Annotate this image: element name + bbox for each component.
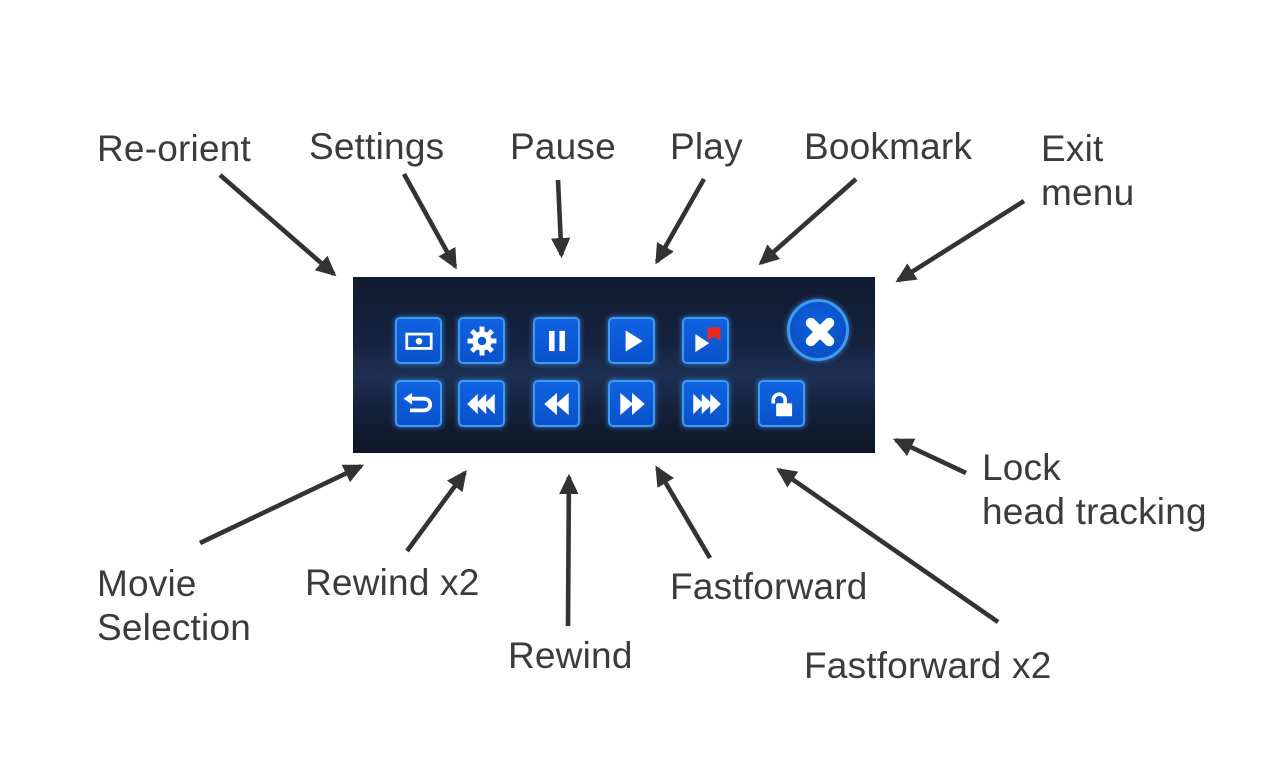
player-menu-panel bbox=[353, 277, 875, 453]
label-line: Lock bbox=[982, 447, 1061, 488]
label-line: head tracking bbox=[982, 491, 1207, 532]
arrow-reorient bbox=[218, 173, 337, 277]
arrow-lock-tracking bbox=[892, 438, 967, 476]
label-reorient: Re-orient bbox=[97, 127, 251, 171]
label-line: Bookmark bbox=[804, 126, 973, 167]
pause-icon bbox=[548, 330, 565, 351]
settings-button[interactable] bbox=[458, 317, 505, 364]
arrow-pause bbox=[551, 179, 571, 259]
fastforward-icon bbox=[619, 392, 645, 415]
label-line: Movie bbox=[97, 563, 197, 604]
close-icon bbox=[805, 317, 834, 346]
label-play: Play bbox=[670, 125, 743, 169]
arrow-rewind bbox=[559, 473, 579, 627]
fastforward-x2-button[interactable] bbox=[682, 380, 729, 427]
arrow-exit-menu bbox=[895, 199, 1026, 283]
lock-tracking-button[interactable] bbox=[758, 380, 805, 427]
gear-icon bbox=[467, 326, 496, 355]
label-line: Fastforward x2 bbox=[804, 645, 1052, 686]
label-line: menu bbox=[1041, 172, 1135, 213]
rewind-icon bbox=[543, 392, 569, 415]
label-rewind: Rewind bbox=[508, 634, 633, 678]
back-arrow-icon bbox=[403, 392, 432, 412]
label-line: Re-orient bbox=[97, 128, 251, 169]
rewind-button[interactable] bbox=[533, 380, 580, 427]
label-line: Selection bbox=[97, 607, 252, 648]
exit-menu-button[interactable] bbox=[787, 299, 849, 361]
play-icon bbox=[625, 329, 643, 352]
label-line: Fastforward bbox=[670, 566, 868, 607]
rewind-x2-icon bbox=[466, 393, 495, 414]
bookmark-play-icon bbox=[694, 326, 720, 352]
label-line: Rewind x2 bbox=[305, 562, 480, 603]
label-line: Play bbox=[670, 126, 743, 167]
label-line: Exit bbox=[1041, 128, 1104, 169]
arrow-settings bbox=[401, 172, 458, 270]
label-line: Pause bbox=[510, 126, 616, 167]
label-fastforward-x2: Fastforward x2 bbox=[804, 644, 1052, 688]
rewind-x2-button[interactable] bbox=[458, 380, 505, 427]
pause-button[interactable] bbox=[533, 317, 580, 364]
arrow-play bbox=[654, 177, 706, 265]
label-fastforward: Fastforward bbox=[670, 565, 868, 609]
play-button[interactable] bbox=[608, 317, 655, 364]
arrow-bookmark bbox=[758, 177, 858, 266]
arrow-rewind-x2 bbox=[405, 470, 467, 553]
reorient-icon bbox=[404, 332, 433, 350]
fastforward-button[interactable] bbox=[608, 380, 655, 427]
arrow-fastforward bbox=[655, 465, 712, 560]
label-line: Rewind bbox=[508, 635, 633, 676]
label-bookmark: Bookmark bbox=[804, 125, 972, 169]
fastforward-x2-icon bbox=[692, 393, 721, 414]
label-line: Settings bbox=[309, 126, 445, 167]
bookmark-button[interactable] bbox=[682, 317, 729, 364]
open-lock-icon bbox=[770, 391, 792, 416]
label-pause: Pause bbox=[510, 125, 616, 169]
movie-selection-button[interactable] bbox=[395, 380, 442, 427]
label-settings: Settings bbox=[309, 125, 444, 169]
label-rewind-x2: Rewind x2 bbox=[305, 561, 480, 605]
arrow-movie-selection bbox=[199, 464, 365, 546]
reorient-button[interactable] bbox=[395, 317, 442, 364]
